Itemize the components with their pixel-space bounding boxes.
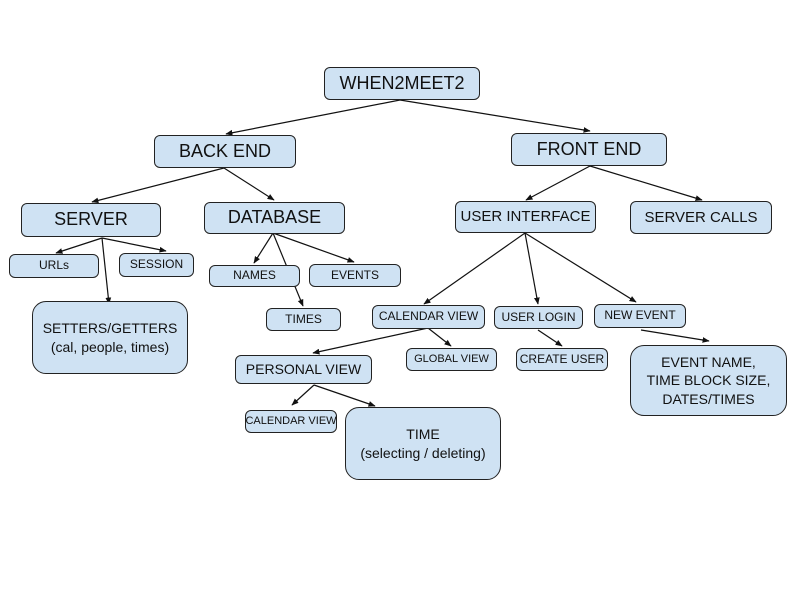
edge-root-frontend: [399, 99, 591, 133]
node-new-event-details: EVENT NAME, TIME BLOCK SIZE, DATES/TIMES: [630, 345, 787, 416]
edge-personal-calendar: [291, 384, 315, 406]
node-events: EVENTS: [309, 264, 401, 287]
node-times: TIMES: [266, 308, 341, 331]
node-user-interface-label: USER INTERFACE: [460, 208, 591, 226]
edge-ui-login: [524, 232, 540, 305]
node-personal-calendar-view-label: CALENDAR VIEW: [245, 415, 337, 428]
node-urls: URLs: [9, 254, 99, 278]
node-setters-getters-line2: (cal, people, times): [50, 338, 170, 355]
edge-calendar-global: [427, 327, 452, 347]
node-when2meet2: WHEN2MEET2: [324, 67, 480, 100]
node-personal-calendar-view: CALENDAR VIEW: [245, 410, 337, 433]
edge-personal-time: [313, 384, 376, 407]
edge-ui-calendar: [423, 232, 526, 305]
edge-newevent-details: [640, 329, 710, 343]
edge-backend-database: [223, 167, 275, 201]
edge-ui-newevent: [524, 232, 637, 303]
node-names-label: NAMES: [233, 268, 276, 283]
node-session-label: SESSION: [129, 257, 184, 272]
node-create-user: CREATE USER: [516, 348, 608, 371]
node-calendar-view: CALENDAR VIEW: [372, 305, 485, 329]
node-server: SERVER: [21, 203, 161, 237]
edge-calendar-personal: [312, 327, 429, 355]
node-new-event-label: NEW EVENT: [604, 308, 676, 323]
edge-frontend-servercalls: [589, 165, 703, 201]
edge-root-backend: [225, 99, 401, 136]
edge-database-names: [253, 232, 274, 264]
node-database-label: DATABASE: [227, 207, 322, 228]
node-new-event-details-line2: TIME BLOCK SIZE,: [646, 372, 771, 389]
node-front-end-label: FRONT END: [536, 138, 642, 159]
edge-server-setters: [101, 237, 112, 305]
node-setters-getters-line1: SETTERS/GETTERS: [42, 320, 178, 337]
node-create-user-label: CREATE USER: [519, 351, 605, 366]
edge-login-createuser: [537, 329, 563, 347]
node-back-end: BACK END: [154, 135, 296, 168]
node-new-event-details-line3: DATES/TIMES: [662, 390, 755, 407]
node-personal-view-label: PERSONAL VIEW: [245, 361, 362, 378]
node-session: SESSION: [119, 253, 194, 277]
node-database: DATABASE: [204, 202, 345, 234]
node-new-event-details-line1: EVENT NAME,: [661, 354, 756, 371]
node-back-end-label: BACK END: [178, 140, 272, 161]
node-names: NAMES: [209, 265, 300, 287]
node-front-end: FRONT END: [511, 133, 667, 166]
node-user-login: USER LOGIN: [494, 306, 583, 329]
node-calendar-view-label: CALENDAR VIEW: [378, 309, 479, 324]
node-new-event: NEW EVENT: [594, 304, 686, 328]
edge-server-urls: [55, 237, 103, 254]
edge-database-events: [272, 232, 355, 263]
node-time: TIME (selecting / deleting): [345, 407, 501, 480]
edge-backend-server: [91, 167, 225, 204]
node-urls-label: URLs: [38, 258, 69, 273]
node-personal-view: PERSONAL VIEW: [235, 355, 372, 384]
node-times-label: TIMES: [285, 311, 322, 326]
node-setters-getters: SETTERS/GETTERS (cal, people, times): [32, 301, 188, 374]
node-global-view-label: GLOBAL VIEW: [414, 353, 489, 366]
edge-server-session: [101, 237, 167, 253]
node-server-calls-label: SERVER CALLS: [644, 208, 758, 226]
node-time-line2: (selecting / deleting): [360, 444, 486, 461]
edge-frontend-ui: [525, 165, 591, 201]
node-when2meet2-label: WHEN2MEET2: [339, 72, 465, 93]
node-time-line1: TIME: [406, 426, 440, 443]
node-user-interface: USER INTERFACE: [455, 201, 596, 233]
node-server-calls: SERVER CALLS: [630, 201, 772, 234]
node-global-view: GLOBAL VIEW: [406, 348, 497, 371]
node-user-login-label: USER LOGIN: [501, 309, 576, 324]
node-server-label: SERVER: [54, 209, 128, 230]
node-events-label: EVENTS: [330, 267, 379, 282]
